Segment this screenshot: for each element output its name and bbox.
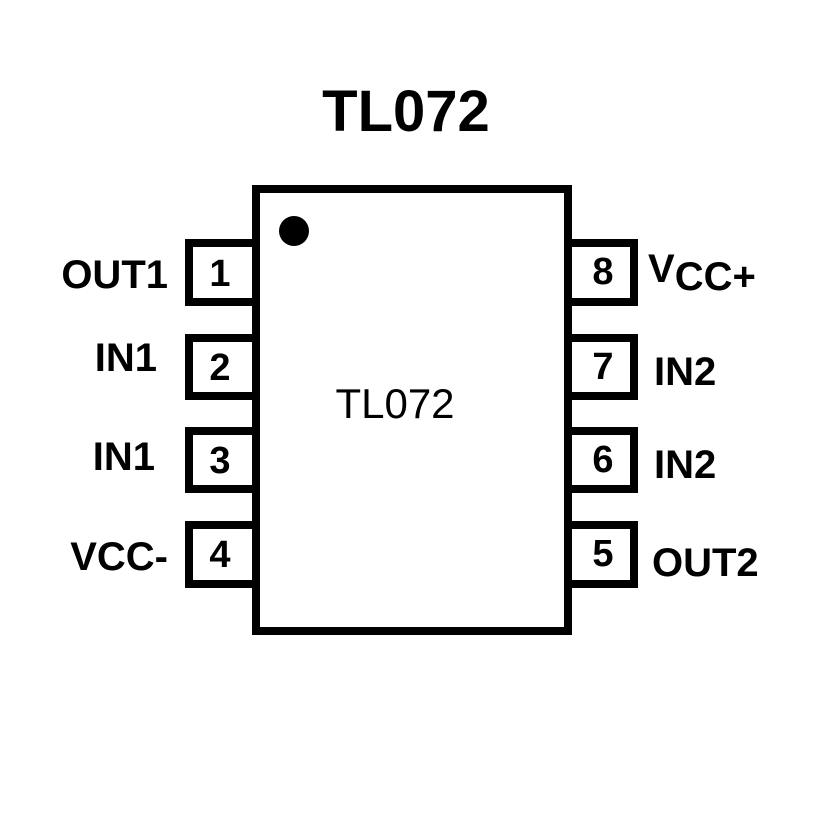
pin-2-box [185, 334, 260, 400]
pin-8-label: VCC+ [648, 247, 756, 299]
diagram-title: TL072 [322, 79, 490, 144]
pin-1-number: 1 [209, 253, 230, 295]
pin-6-number: 6 [592, 439, 613, 481]
pin-1-box [185, 239, 260, 306]
pin-5-number: 5 [592, 533, 613, 575]
pin-6-label: IN2 [654, 443, 716, 487]
pin-3-number: 3 [209, 440, 230, 482]
pin-1-label: OUT1 [61, 253, 168, 297]
pin-4: 4 VCC- [70, 521, 260, 588]
pin-6: 6 IN2 [564, 427, 716, 493]
pin-8: 8 VCC+ [564, 239, 756, 306]
right-pins: 8 VCC+ 7 IN2 6 IN2 5 OUT2 [564, 239, 759, 588]
pin-1: 1 OUT1 [61, 239, 260, 306]
chip-body [252, 185, 572, 635]
pin-7-label: IN2 [654, 350, 716, 394]
pin-3-label: IN1 [93, 435, 155, 479]
pin-3-box [185, 427, 260, 493]
chip-label: TL072 [335, 380, 454, 427]
pin-2: 2 IN1 [95, 334, 260, 400]
pin-6-box [564, 427, 638, 493]
pin-8-number: 8 [592, 251, 613, 293]
pin-5-label: OUT2 [652, 541, 759, 585]
pin-5: 5 OUT2 [564, 521, 759, 588]
pin-7: 7 IN2 [564, 334, 716, 400]
pin-2-label: IN1 [95, 336, 157, 380]
pin-4-label: VCC- [70, 535, 168, 579]
pin-8-label-sub: CC+ [675, 255, 756, 299]
pin-3: 3 IN1 [93, 427, 260, 493]
left-pins: 1 OUT1 2 IN1 3 IN1 4 VCC- [61, 239, 260, 588]
pin1-indicator-dot-icon [279, 216, 309, 246]
pin-2-number: 2 [209, 347, 230, 389]
pin-8-label-main: V [648, 247, 675, 291]
pin-4-number: 4 [209, 534, 230, 576]
pin-7-number: 7 [592, 346, 613, 388]
